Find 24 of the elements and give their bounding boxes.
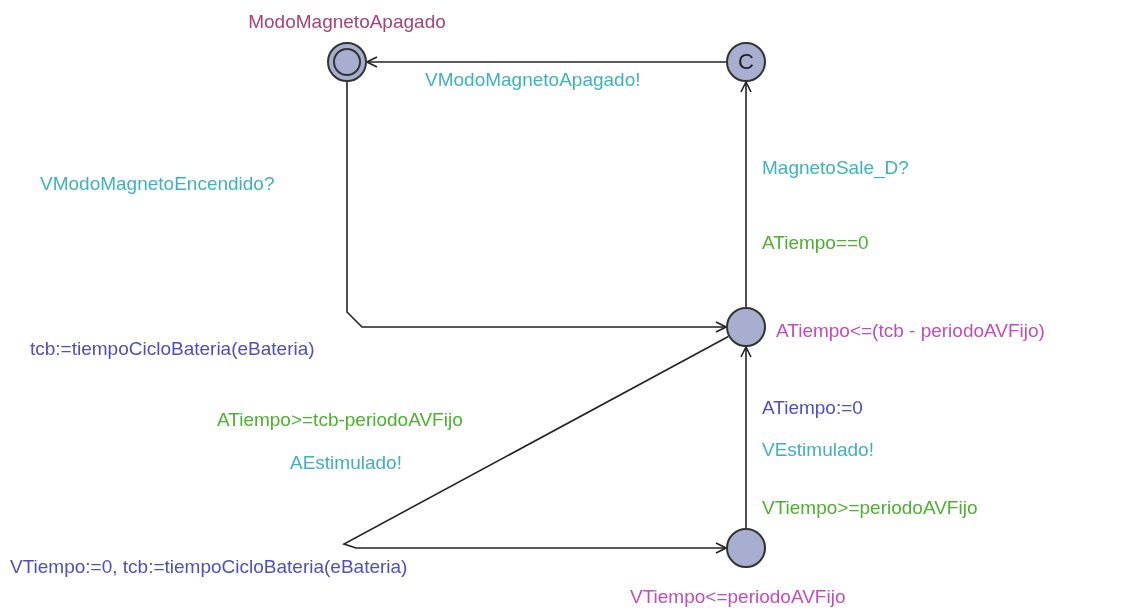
location-name: ModoMagnetoApagado bbox=[248, 11, 446, 33]
location-circle bbox=[726, 307, 766, 347]
sync-label: VModoMagnetoApagado! bbox=[425, 69, 641, 91]
guard-label: ATiempo==0 bbox=[762, 232, 869, 254]
initial-location-circle bbox=[327, 42, 367, 82]
transition-arrow bbox=[366, 56, 727, 68]
update-label: VTiempo:=0, tcb:=tiempoCicloBateria(eBateria) bbox=[10, 556, 408, 578]
update-label: tcb:=tiempoCicloBateria(eBateria) bbox=[30, 338, 315, 360]
location-circle bbox=[726, 528, 766, 568]
update-label: ATiempo:=0 bbox=[762, 397, 863, 419]
sync-label: VEstimulado! bbox=[762, 439, 874, 461]
location-letter: C bbox=[738, 51, 754, 73]
transition-arrow bbox=[346, 81, 727, 333]
transition-arrow bbox=[740, 81, 752, 308]
sync-label: AEstimulado! bbox=[290, 452, 402, 474]
sync-label: MagnetoSale_D? bbox=[762, 157, 909, 179]
transition-arrow bbox=[740, 346, 752, 529]
transition-arrow bbox=[342, 335, 730, 554]
guard-label: ATiempo>=tcb-periodoAVFijo bbox=[217, 409, 463, 431]
location-invariant: VTiempo<=periodoAVFijo bbox=[630, 586, 846, 608]
location-invariant: ATiempo<=(tcb - periodoAVFijo) bbox=[776, 320, 1045, 342]
sync-label: VModoMagnetoEncendido? bbox=[40, 173, 275, 195]
committed-location-circle bbox=[726, 42, 766, 82]
guard-label: VTiempo>=periodoAVFijo bbox=[762, 497, 978, 519]
